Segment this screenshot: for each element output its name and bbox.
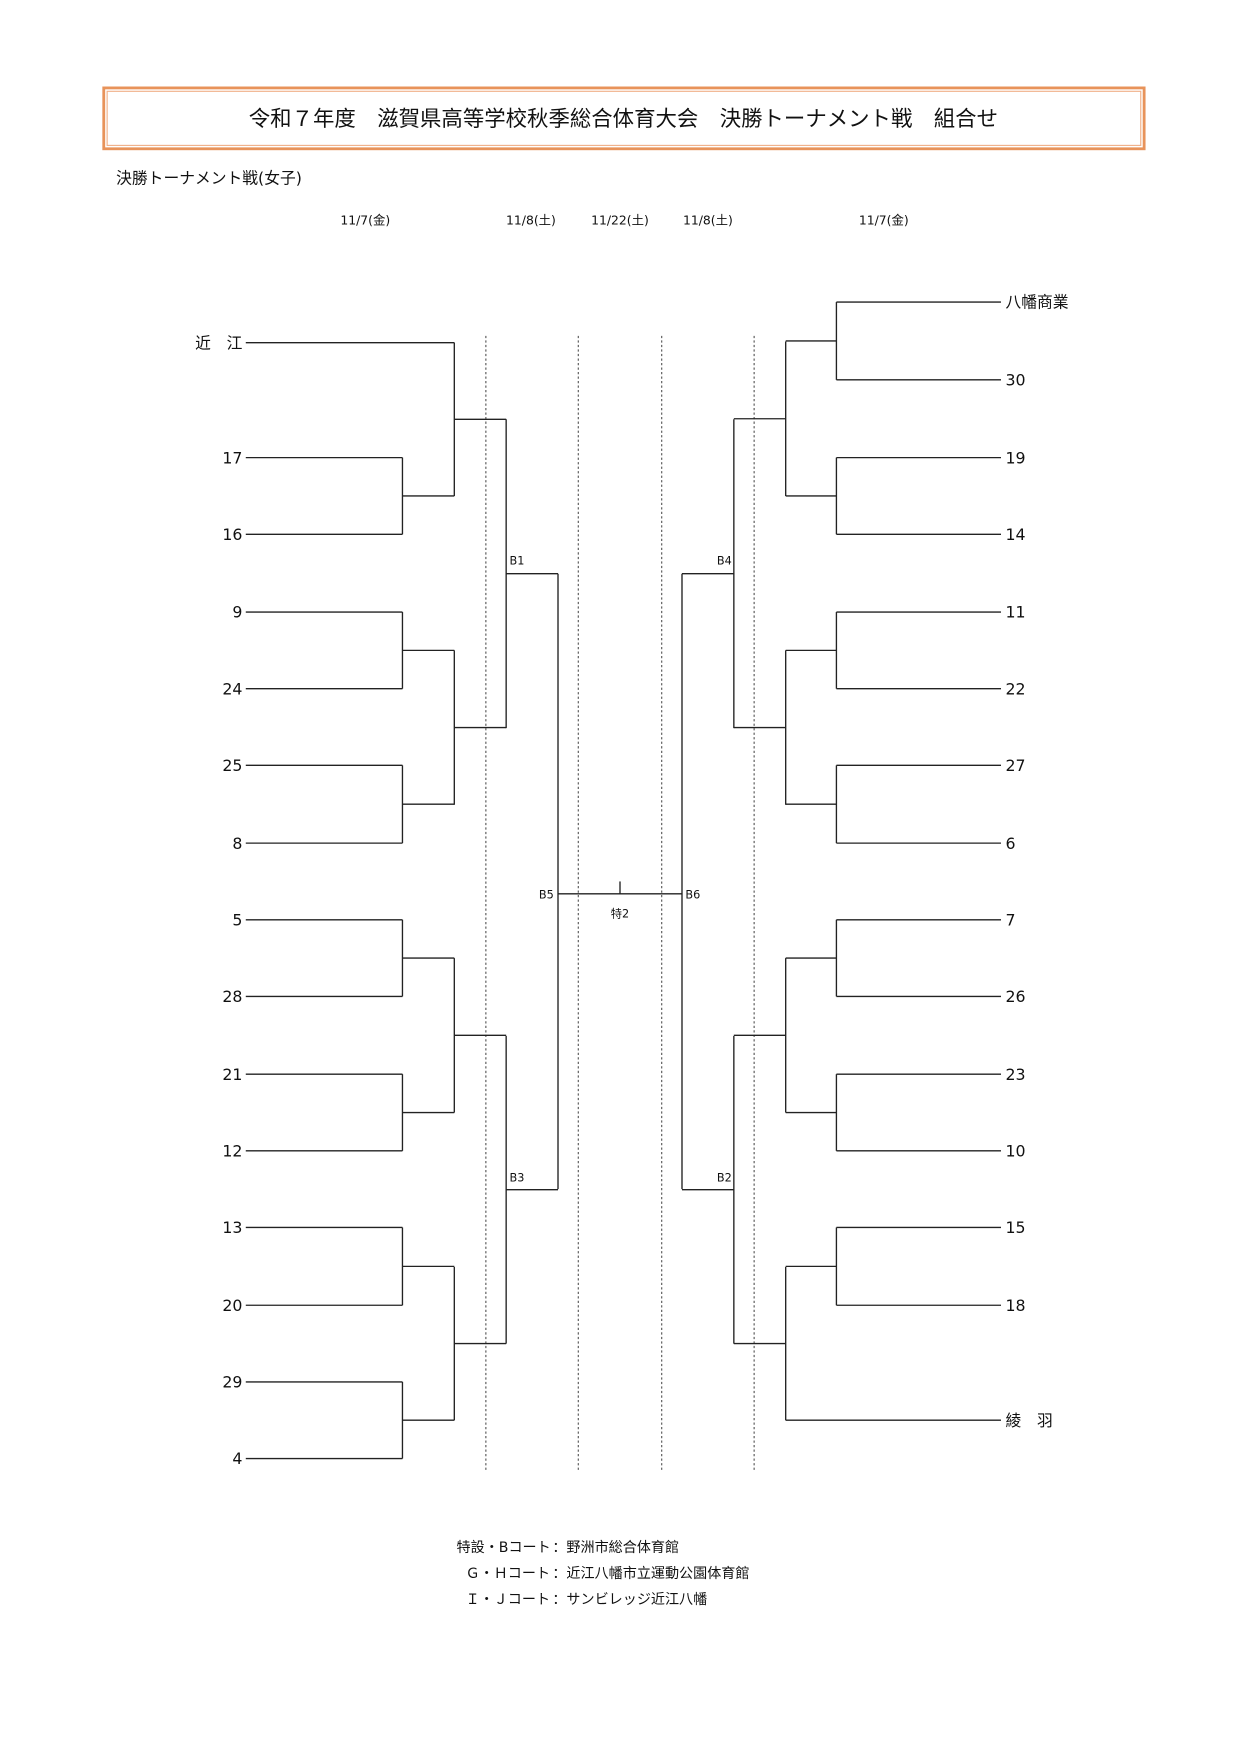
team-right: 27 (1005, 756, 1025, 775)
team-left: 24 (222, 679, 242, 698)
team-left: 16 (222, 525, 242, 544)
bracket-lines (245, 301, 1001, 1471)
team-left: 29 (222, 1373, 242, 1392)
match-label-b5: B5 (539, 888, 554, 901)
match-label-b2: B2 (717, 1171, 732, 1184)
team-left: 4 (232, 1449, 242, 1468)
team-left: 8 (232, 834, 242, 853)
team-right: 30 (1005, 370, 1025, 389)
footer-venue-2: ：近江八幡市立運動公園体育館 (552, 1565, 749, 1582)
date-right-r2: 11/8(土) (683, 212, 733, 227)
team-left: 20 (222, 1296, 242, 1315)
team-right: 23 (1005, 1065, 1025, 1084)
match-label-final: 特2 (611, 907, 629, 921)
match-label-b1: B1 (510, 555, 525, 568)
round-dates: 11/7(金) 11/8(土) 11/22(土) 11/8(土) 11/7(金) (340, 212, 908, 227)
team-right: 18 (1005, 1296, 1025, 1315)
match-label-b4: B4 (717, 555, 732, 568)
team-left: 9 (232, 603, 242, 622)
team-right: 10 (1005, 1141, 1025, 1160)
team-right: 26 (1005, 987, 1025, 1006)
team-left: 12 (222, 1141, 242, 1160)
date-left-r1: 11/7(金) (340, 212, 390, 227)
match-label-b3: B3 (510, 1171, 525, 1184)
team-right: 15 (1005, 1218, 1025, 1237)
date-right-r1: 11/7(金) (859, 212, 909, 227)
team-left: 近 江 (195, 333, 243, 352)
page-title: 令和７年度 滋賀県高等学校秋季総合体育大会 決勝トーナメント戦 組合せ (249, 107, 998, 132)
footer-venue-1: ：野洲市総合体育館 (552, 1539, 679, 1556)
team-left: 13 (222, 1218, 242, 1237)
team-right: 6 (1005, 834, 1015, 853)
date-final: 11/22(土) (591, 212, 649, 227)
match-label-b6: B6 (685, 888, 700, 901)
team-left: 25 (222, 756, 242, 775)
team-right: 14 (1005, 525, 1025, 544)
team-labels: 近 江 17 16 9 24 25 8 5 28 21 12 13 20 29 4 八幡商業 30 19 14 11 2… (195, 293, 1069, 1468)
bracket-subtitle: 決勝トーナメント戦(女子) (116, 169, 302, 188)
team-left: 21 (222, 1065, 242, 1084)
team-right: 22 (1005, 679, 1025, 698)
team-right: 八幡商業 (1005, 293, 1068, 312)
team-right: 7 (1005, 910, 1015, 929)
title-box: 令和７年度 滋賀県高等学校秋季総合体育大会 決勝トーナメント戦 組合せ (102, 86, 1146, 151)
team-right: 11 (1005, 603, 1025, 622)
team-right: 綾 羽 (1005, 1411, 1052, 1430)
footer-venue-3: ：サンビレッジ近江八幡 (552, 1592, 707, 1608)
match-labels: B1 B3 B4 B2 B5 B6 特2 (510, 555, 732, 1185)
team-left: 5 (232, 910, 242, 929)
team-left: 17 (222, 448, 242, 467)
venue-footer: 特設・Bコート ：野洲市総合体育館 Ｇ・Ｈコート ：近江八幡市立運動公園体育館 … (457, 1539, 750, 1608)
footer-court-1: 特設・Bコート (457, 1540, 551, 1556)
footer-court-3: Ｉ・Ｊコート (466, 1592, 550, 1608)
date-left-r2: 11/8(土) (506, 212, 556, 227)
team-left: 28 (222, 987, 242, 1006)
team-right: 19 (1005, 448, 1025, 467)
footer-court-2: Ｇ・Ｈコート (466, 1566, 550, 1582)
